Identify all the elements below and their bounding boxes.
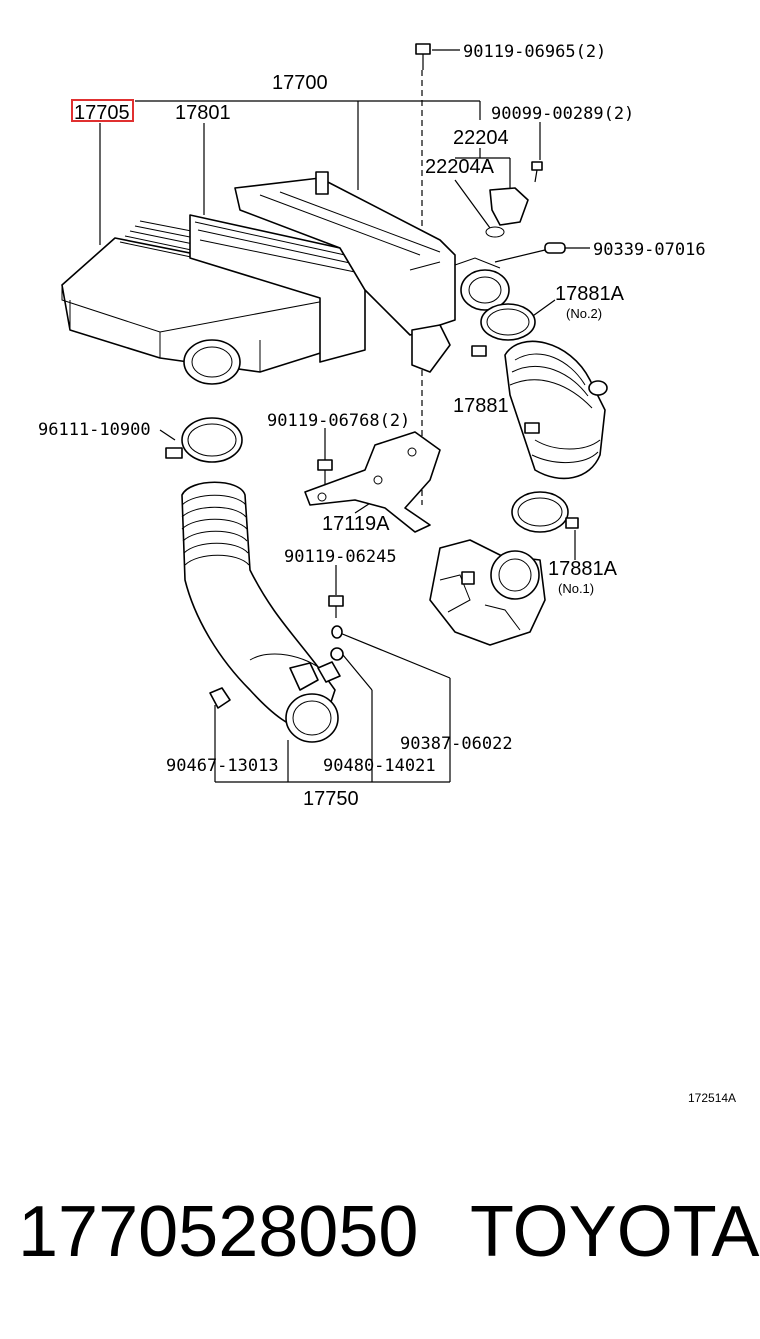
hardware xyxy=(317,43,566,661)
callout-no2: (No.2) xyxy=(566,306,602,321)
highlight-box xyxy=(71,99,134,122)
air-cleaner-case xyxy=(61,171,510,385)
callout-17119a: 17119A xyxy=(322,513,390,535)
callout-96111-10900: 96111-10900 xyxy=(38,420,151,440)
callout-22204a: 22204A xyxy=(425,156,495,178)
callout-17705: 17705 xyxy=(74,102,130,124)
callout-90480-14021: 90480-14021 xyxy=(323,756,436,776)
callout-17881a-no2: 17881A xyxy=(555,283,625,305)
callout-no1: (No.1) xyxy=(558,581,594,596)
footer: 1770528050 TOYOTA xyxy=(18,1192,759,1272)
brand-name: TOYOTA xyxy=(470,1192,759,1272)
callout-90387-06022: 90387-06022 xyxy=(400,734,513,754)
callout-90339-07016: 90339-07016 xyxy=(593,240,706,260)
callout-22204: 22204 xyxy=(453,127,509,149)
part-number: 1770528050 xyxy=(18,1192,418,1272)
intake-air-hose xyxy=(181,481,341,743)
bracket-17119a xyxy=(304,431,441,533)
hose-clamp-upper xyxy=(165,417,243,463)
callout-90467-13013: 90467-13013 xyxy=(166,756,279,776)
callout-labels: 17700 17705 17801 90119-06965(2) 90099-0… xyxy=(38,42,736,1105)
air-cleaner-hose xyxy=(471,303,608,533)
callout-17881: 17881 xyxy=(453,395,509,417)
callout-90119-06965: 90119-06965(2) xyxy=(463,42,606,62)
throttle-body xyxy=(429,539,546,646)
callout-17750: 17750 xyxy=(303,788,359,810)
leader-lines xyxy=(99,49,590,783)
callout-17801: 17801 xyxy=(175,102,231,124)
callout-17700: 17700 xyxy=(272,72,328,94)
diagram-reference-code: 172514A xyxy=(688,1091,736,1105)
callout-90119-06245: 90119-06245 xyxy=(284,547,397,567)
callout-90119-06768: 90119-06768(2) xyxy=(267,411,410,431)
callout-17881a-no1: 17881A xyxy=(548,558,618,580)
callout-90099-00289: 90099-00289(2) xyxy=(491,104,634,124)
